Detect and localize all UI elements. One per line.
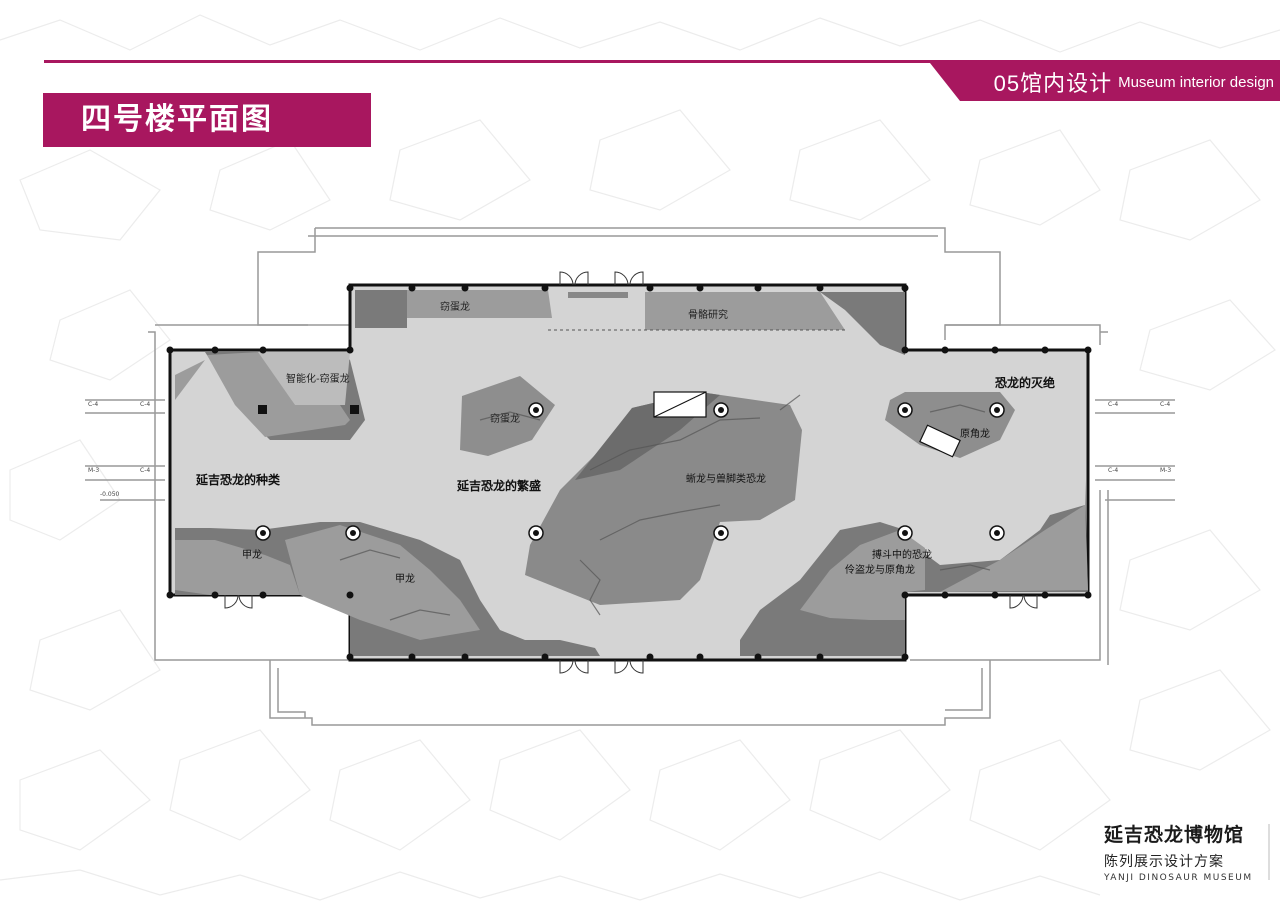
display-case-2	[919, 424, 961, 458]
top-bar	[568, 292, 628, 298]
small-label: C-4	[1108, 401, 1118, 408]
page-title: 四号楼平面图	[43, 93, 371, 147]
small-label: C-4	[1108, 467, 1118, 474]
small-label: M-3	[88, 467, 99, 474]
small-label: -0.050	[100, 491, 120, 498]
fossil-silhouettes	[339, 394, 991, 621]
label-skeleton-research: 骨骼研究	[688, 308, 728, 321]
brand-divider	[1268, 824, 1270, 880]
label-armor-2: 甲龙	[395, 572, 415, 585]
label-velociraptor-protoceratops: 伶盗龙与原角龙	[845, 563, 915, 576]
header-rule	[44, 60, 1280, 63]
building-outline	[85, 227, 1175, 726]
museum-subtitle: 陈列展示设计方案	[1104, 854, 1224, 870]
label-sauropod-theropod: 蜥龙与兽脚类恐龙	[686, 472, 766, 485]
label-armor-1: 甲龙	[242, 548, 262, 561]
label-ceratopsian: 原角龙	[960, 427, 990, 440]
label-fighting: 搏斗中的恐龙	[872, 548, 932, 561]
label-prosperity: 延吉恐龙的繁盛	[456, 478, 541, 493]
doors	[224, 271, 1038, 674]
museum-english: YANJI DINOSAUR MUSEUM	[1104, 873, 1253, 883]
label-smart-oviraptor: 智能化-窃蛋龙	[286, 372, 350, 385]
label-extinction: 恐龙的灭绝	[995, 375, 1055, 390]
label-species: 延吉恐龙的种类	[195, 472, 281, 487]
section-english: Museum interior design	[1118, 73, 1274, 91]
small-label: C-4	[140, 401, 150, 408]
small-label: C-4	[140, 467, 150, 474]
small-label: C-4	[88, 401, 98, 408]
section-tab: 05馆内设计 Museum interior design	[930, 63, 1280, 101]
display-zones	[175, 290, 1088, 656]
small-label: C-4	[1160, 401, 1170, 408]
label-oviraptor-island: 窃蛋龙	[490, 412, 520, 425]
section-number: 05馆内设计	[993, 71, 1113, 96]
small-label: M-3	[1160, 467, 1171, 474]
pillars	[166, 284, 1092, 661]
label-oviraptor-top: 窃蛋龙	[440, 300, 470, 313]
museum-brand: 延吉恐龙博物馆 陈列展示设计方案 YANJI DINOSAUR MUSEUM	[1104, 820, 1264, 883]
museum-name: 延吉恐龙博物馆	[1104, 824, 1245, 846]
